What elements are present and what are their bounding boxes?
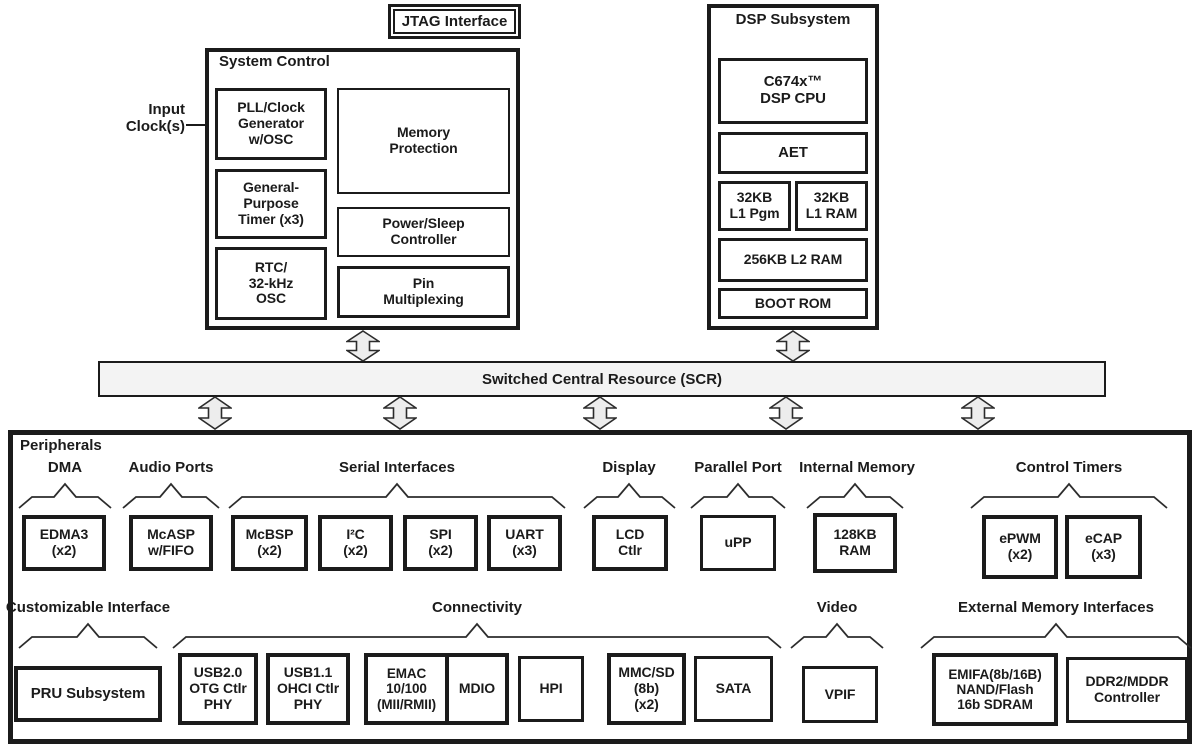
brace-parallel-port xyxy=(690,482,786,509)
brace-internal-memory xyxy=(806,482,904,509)
group-label-audio-ports: Audio Ports xyxy=(128,459,214,476)
box-mcbsp: McBSP (x2) xyxy=(231,515,308,571)
group-label-connectivity: Connectivity xyxy=(431,599,523,616)
box-i2c: I²C (x2) xyxy=(318,515,393,571)
arrow-scr-peripherals-5-icon xyxy=(961,396,995,430)
box-usb20-otg: USB2.0 OTG Ctlr PHY xyxy=(178,653,258,725)
input-clocks-label: Input Clock(s) xyxy=(125,101,185,136)
l1-pgm-box: 32KB L1 Pgm xyxy=(718,181,791,231)
jtag-interface-box: JTAG Interface xyxy=(388,4,521,39)
brace-connectivity xyxy=(172,622,782,649)
box-uart: UART (x3) xyxy=(487,515,562,571)
group-label-display: Display xyxy=(602,459,656,476)
arrow-scr-peripherals-1-icon xyxy=(198,396,232,430)
memory-protection-box: Memory Protection xyxy=(337,88,510,194)
box-edma3: EDMA3 (x2) xyxy=(22,515,106,571)
box-emac: EMAC 10/100 (MII/RMII) xyxy=(368,657,449,721)
system-control-title: System Control xyxy=(219,53,330,70)
box-emac-mdio: EMAC 10/100 (MII/RMII) MDIO xyxy=(364,653,509,725)
l2-ram-box: 256KB L2 RAM xyxy=(718,238,868,282)
group-label-control-timers: Control Timers xyxy=(1015,459,1123,476)
box-upp: uPP xyxy=(700,515,776,571)
box-emifa: EMIFA(8b/16B) NAND/Flash 16b SDRAM xyxy=(932,653,1058,726)
dsp-subsystem-title: DSP Subsystem xyxy=(735,11,851,28)
arrow-scr-peripherals-3-icon xyxy=(583,396,617,430)
peripherals-title: Peripherals xyxy=(20,437,102,454)
pin-multiplexing-box: Pin Multiplexing xyxy=(337,266,510,318)
brace-control-timers xyxy=(970,482,1168,509)
general-purpose-timer-box: General- Purpose Timer (x3) xyxy=(215,169,327,239)
group-label-video: Video xyxy=(816,599,858,616)
brace-serial-interfaces xyxy=(228,482,566,509)
box-spi: SPI (x2) xyxy=(403,515,478,571)
box-pru-subsystem: PRU Subsystem xyxy=(14,666,162,722)
pll-clock-generator-box: PLL/Clock Generator w/OSC xyxy=(215,88,327,160)
boot-rom-box: BOOT ROM xyxy=(718,288,868,319)
group-label-parallel-port: Parallel Port xyxy=(694,459,782,476)
group-label-external-memory-interfaces: External Memory Interfaces xyxy=(958,599,1154,616)
jtag-interface-label: JTAG Interface xyxy=(393,9,516,34)
power-sleep-controller-box: Power/Sleep Controller xyxy=(337,207,510,257)
brace-display xyxy=(583,482,676,509)
dsp-cpu-box: C674x™ DSP CPU xyxy=(718,58,868,124)
arrow-system-control-scr-icon xyxy=(346,330,380,362)
arrow-scr-peripherals-2-icon xyxy=(383,396,417,430)
box-ddr2-mddr: DDR2/MDDR Controller xyxy=(1066,657,1188,723)
brace-external-memory-interfaces xyxy=(920,622,1192,649)
scr-bar: Switched Central Resource (SCR) xyxy=(98,361,1106,397)
group-label-customizable-interface: Customizable Interface xyxy=(5,599,171,616)
brace-customizable-interface xyxy=(18,622,158,649)
box-mcasp: McASP w/FIFO xyxy=(129,515,213,571)
aet-box: AET xyxy=(718,132,868,174)
rtc-osc-box: RTC/ 32-kHz OSC xyxy=(215,247,327,320)
group-label-internal-memory: Internal Memory xyxy=(799,459,915,476)
box-hpi: HPI xyxy=(518,656,584,722)
box-epwm: ePWM (x2) xyxy=(982,515,1058,579)
box-ecap: eCAP (x3) xyxy=(1065,515,1142,579)
arrow-dsp-scr-icon xyxy=(776,330,810,362)
box-vpif: VPIF xyxy=(802,666,878,723)
box-128kb-ram: 128KB RAM xyxy=(813,513,897,573)
box-sata: SATA xyxy=(694,656,773,722)
arrow-scr-peripherals-4-icon xyxy=(769,396,803,430)
box-usb11-ohci: USB1.1 OHCI Ctlr PHY xyxy=(266,653,350,725)
brace-dma xyxy=(18,482,112,509)
box-lcd-ctlr: LCD Ctlr xyxy=(592,515,668,571)
box-mdio: MDIO xyxy=(458,680,496,697)
brace-audio-ports xyxy=(122,482,220,509)
group-label-dma: DMA xyxy=(47,459,83,476)
group-label-serial-interfaces: Serial Interfaces xyxy=(339,459,455,476)
box-mmcsd: MMC/SD (8b) (x2) xyxy=(607,653,686,725)
l1-ram-box: 32KB L1 RAM xyxy=(795,181,868,231)
brace-video xyxy=(790,622,884,649)
